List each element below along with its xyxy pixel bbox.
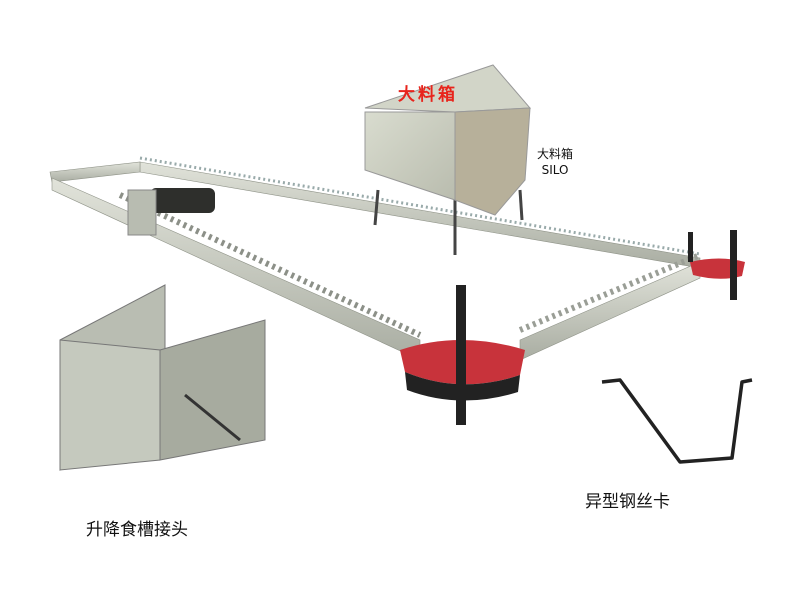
corner-right bbox=[688, 230, 745, 300]
trough-right bbox=[518, 252, 702, 361]
silo-label-en: SILO bbox=[541, 163, 569, 177]
corner-front bbox=[400, 285, 525, 425]
silo-sign: 大料箱 bbox=[398, 85, 458, 105]
wire-clip-caption: 异型钢丝卡 bbox=[585, 492, 670, 512]
connector-caption: 升降食槽接头 bbox=[86, 520, 188, 540]
trough-left-end bbox=[49, 161, 141, 183]
connector-picture bbox=[59, 284, 266, 471]
silo bbox=[364, 64, 532, 255]
silo-label: 大料箱 SILO bbox=[537, 146, 573, 178]
motor bbox=[150, 188, 215, 213]
silo-label-cn: 大料箱 bbox=[537, 147, 574, 161]
wire-clip-picture bbox=[601, 378, 753, 464]
